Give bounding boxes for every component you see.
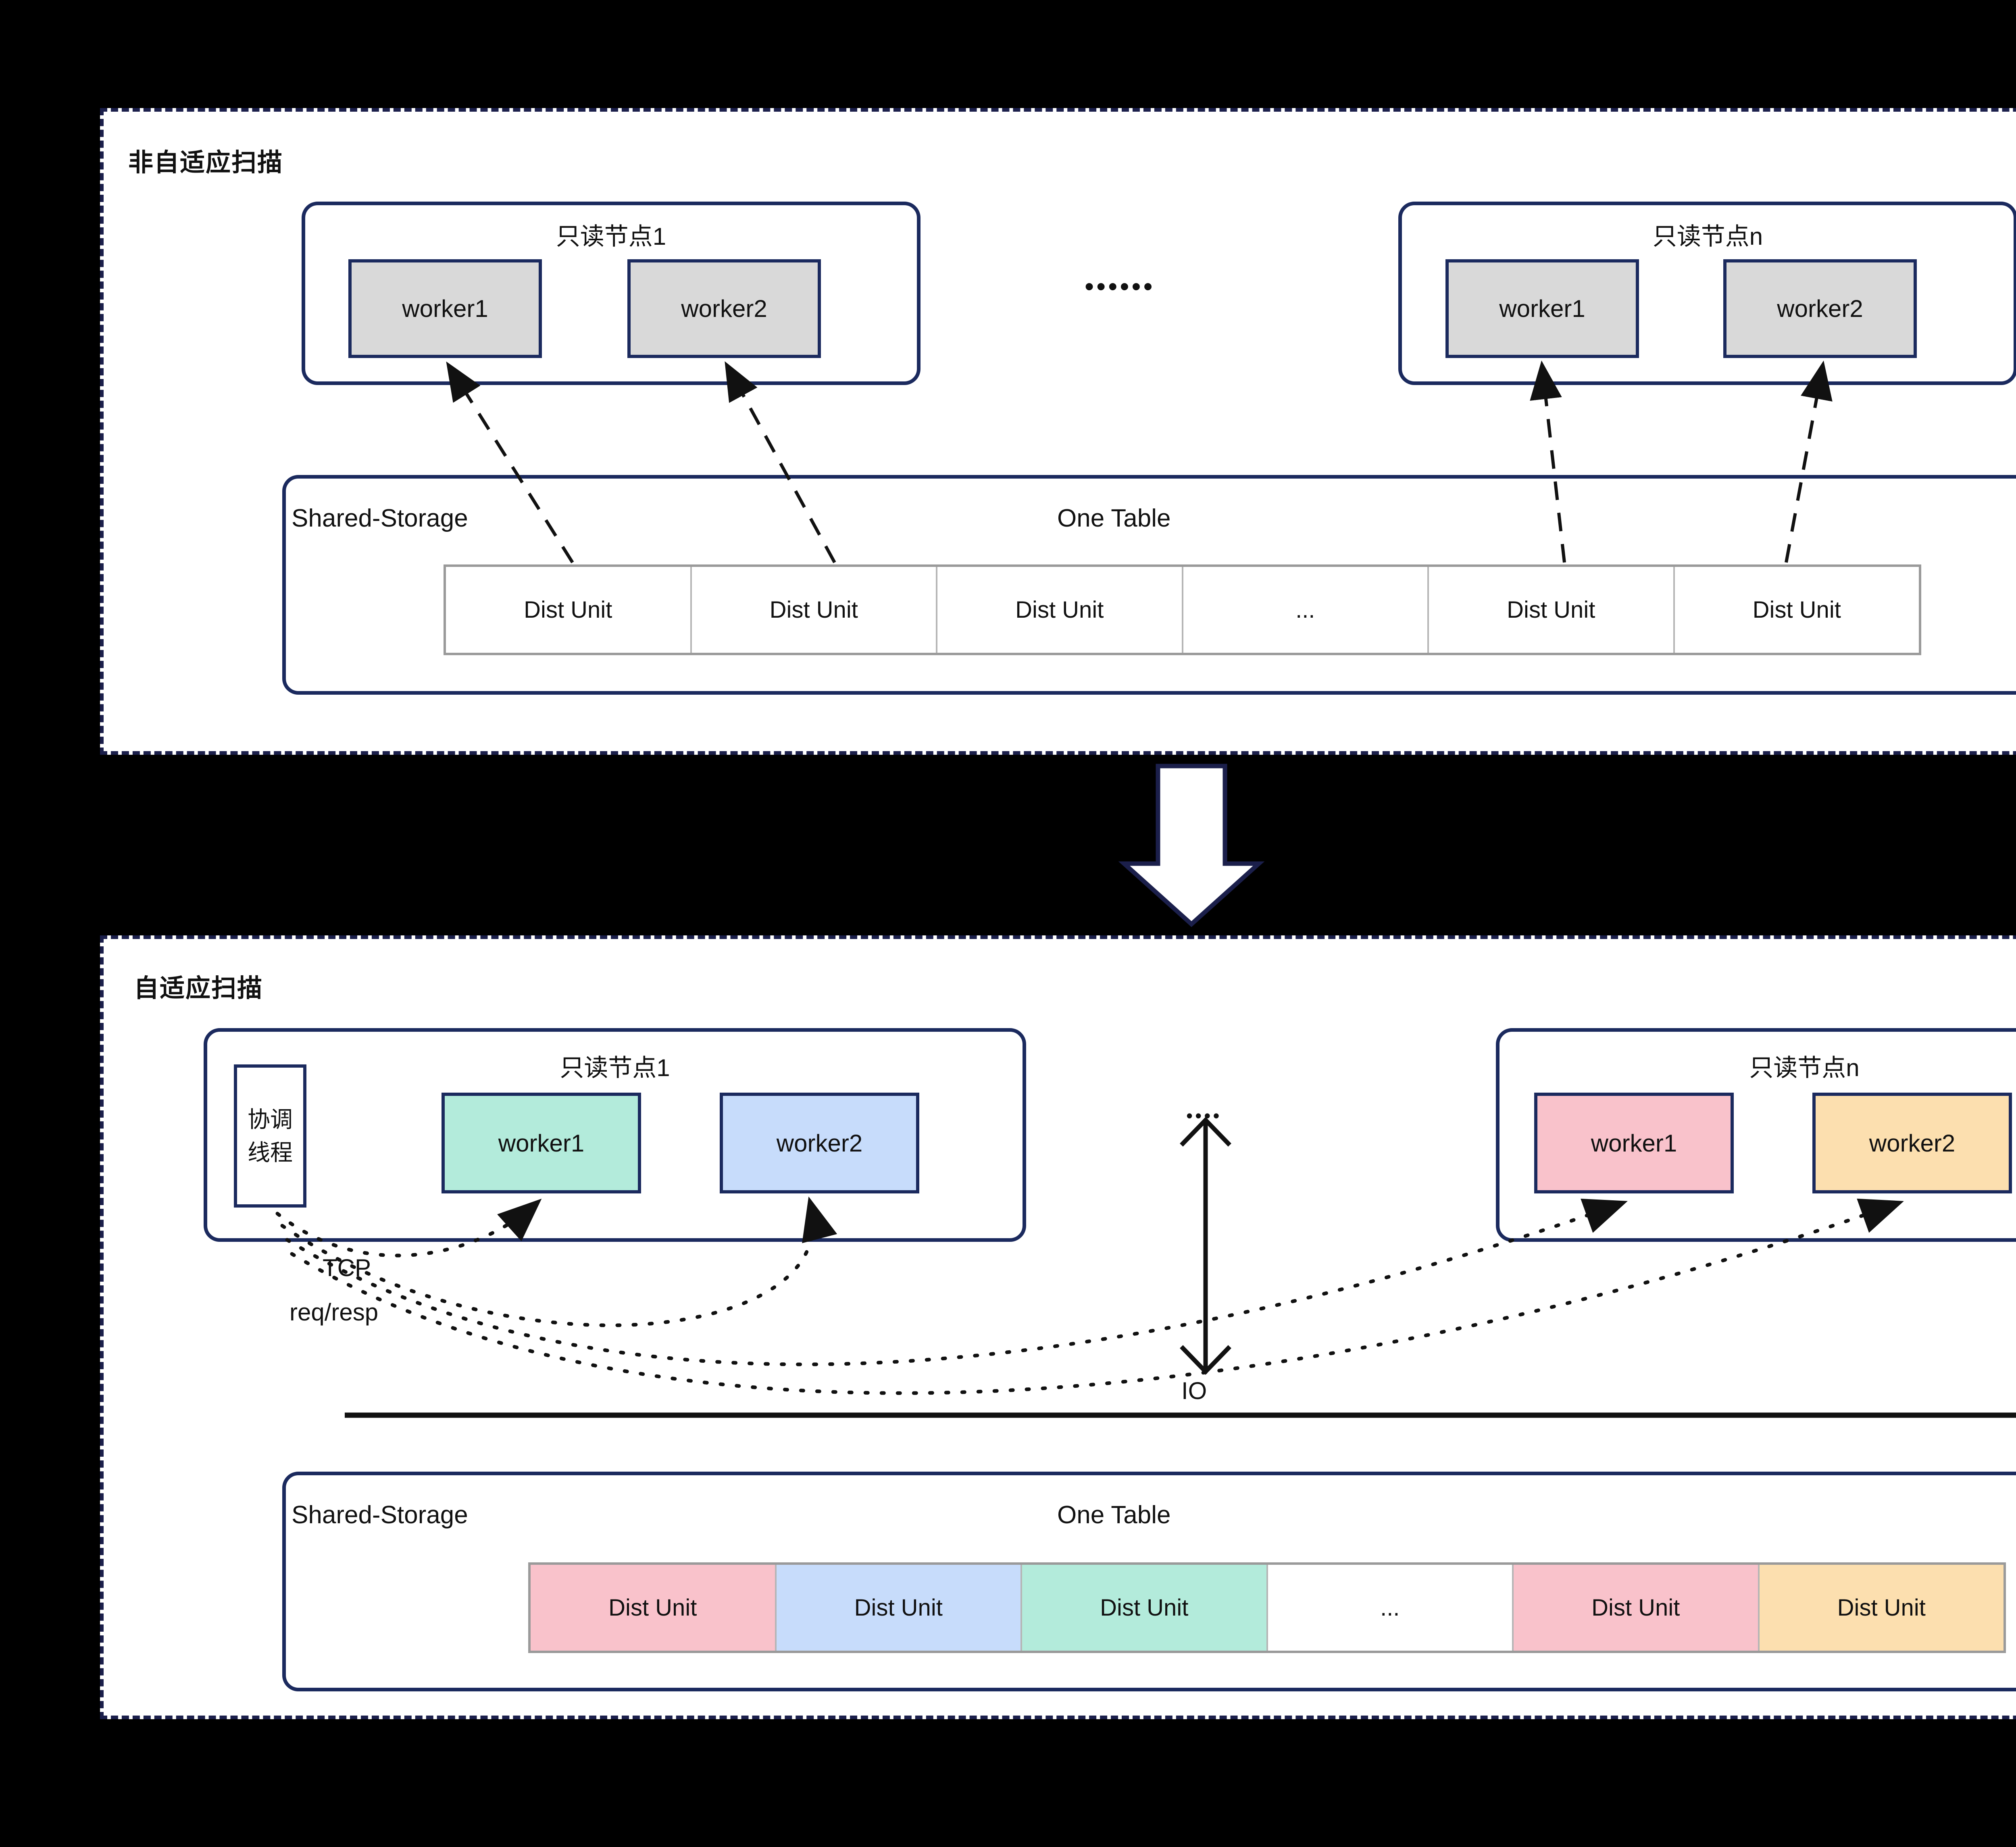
top-panel-title: 非自适应扫描 <box>128 149 283 177</box>
bottom-dist-unit-4: Dist Unit <box>1514 1565 1760 1651</box>
top-dist-unit-1: Dist Unit <box>691 567 937 653</box>
top-dist-unit-3: ... <box>1183 567 1429 653</box>
bottom-panel-title: 自适应扫描 <box>134 975 263 1002</box>
top-noden-worker2: worker2 <box>1723 259 1917 358</box>
top-dist-unit-2: Dist Unit <box>937 567 1183 653</box>
bottom-node-1-label: 只读节点1 <box>560 1054 670 1081</box>
transition-down-arrow <box>1118 764 1265 927</box>
bottom-dist-unit-1: Dist Unit <box>776 1565 1022 1651</box>
bottom-one-table-label: One Table <box>1057 1501 1171 1529</box>
bottom-node-n-label: 只读节点n <box>1749 1054 1860 1081</box>
top-noden-worker1: worker1 <box>1445 259 1639 358</box>
top-nodes-ellipsis: •••••• <box>1085 271 1155 301</box>
bottom-noden-worker2: worker2 <box>1812 1093 2012 1193</box>
top-node1-worker2: worker2 <box>627 259 821 358</box>
bottom-noden-worker1: worker1 <box>1534 1093 1734 1193</box>
top-node-1-label: 只读节点1 <box>556 223 666 250</box>
top-node1-worker1: worker1 <box>348 259 542 358</box>
top-dist-unit-4: Dist Unit <box>1429 567 1675 653</box>
io-label: IO <box>1181 1377 1207 1404</box>
tcp-label-line2: req/resp <box>289 1299 379 1326</box>
io-top-ellipsis: •••• <box>1186 1105 1222 1126</box>
bottom-node1-worker1: worker1 <box>442 1093 641 1193</box>
bottom-dist-unit-5: Dist Unit <box>1759 1565 2004 1651</box>
bottom-dist-unit-2: Dist Unit <box>1022 1565 1268 1651</box>
top-dist-unit-0: Dist Unit <box>446 567 692 653</box>
coordinator-thread-box: 协调 线程 <box>234 1064 306 1208</box>
bottom-shared-storage-label: Shared-Storage <box>292 1501 468 1529</box>
bottom-node1-worker2: worker2 <box>720 1093 919 1193</box>
coordinator-line2: 线程 <box>248 1139 293 1165</box>
top-node-n-label: 只读节点n <box>1652 223 1763 250</box>
coordinator-line1: 协调 <box>248 1107 293 1133</box>
tcp-label-line1: TCP <box>323 1254 371 1281</box>
bottom-dist-unit-3: ... <box>1268 1565 1514 1651</box>
top-dist-unit-5: Dist Unit <box>1674 567 1919 653</box>
bottom-dist-unit-0: Dist Unit <box>531 1565 777 1651</box>
top-shared-storage-label: Shared-Storage <box>292 504 468 532</box>
top-one-table-label: One Table <box>1057 504 1171 532</box>
